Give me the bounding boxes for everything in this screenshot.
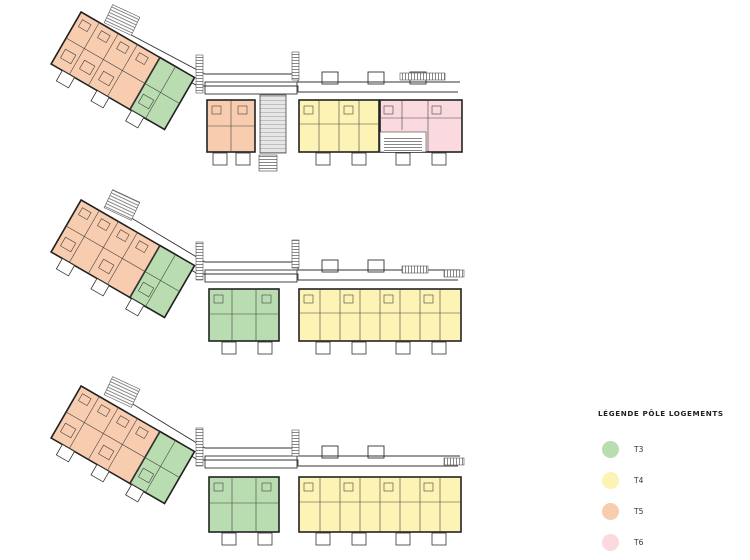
plan-level-3 (50, 376, 465, 546)
legend-swatch-t3 (602, 441, 619, 458)
legend-label-t6: T6 (634, 538, 644, 547)
legend-swatch-t5 (602, 503, 619, 520)
legend-label-t5: T5 (634, 507, 644, 516)
legend-swatch-t6 (602, 534, 619, 551)
legend-swatch-t4 (602, 472, 619, 489)
legend: LÉGENDE PÔLE LOGEMENTS T3 T4 T5 T6 (598, 409, 748, 551)
legend-label-t3: T3 (634, 445, 644, 454)
plan-level-1 (50, 4, 463, 172)
legend-title: LÉGENDE PÔLE LOGEMENTS (598, 409, 724, 418)
plan-level-2 (50, 189, 465, 355)
legend-label-t4: T4 (634, 476, 644, 485)
